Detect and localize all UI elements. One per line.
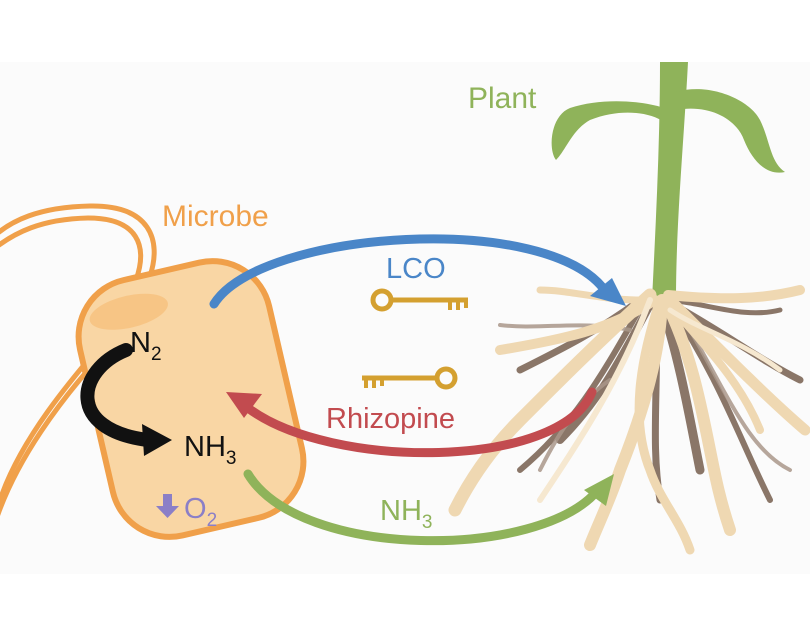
lco-label: LCO: [386, 253, 446, 285]
lco-arrow: [209, 234, 626, 309]
plant-shoot: [551, 62, 785, 300]
nh3-inside-label: NH3: [184, 431, 236, 469]
nh3-transfer-arrow: [243, 469, 614, 546]
plant-roots: [448, 285, 810, 555]
plant-label: Plant: [468, 82, 537, 115]
n2-label: N2: [130, 327, 162, 365]
rhizopine-label: Rhizopine: [326, 403, 455, 435]
key-icon: [370, 288, 468, 312]
key-icon: [362, 366, 458, 390]
down-arrow-icon: [156, 494, 179, 518]
o2-label: O2: [184, 493, 217, 531]
rhizopine-arrow: [226, 387, 597, 458]
microbe-label: Microbe: [162, 200, 269, 233]
fixation-arrow: [80, 343, 172, 456]
nh3-transfer-label: NH3: [380, 495, 432, 533]
